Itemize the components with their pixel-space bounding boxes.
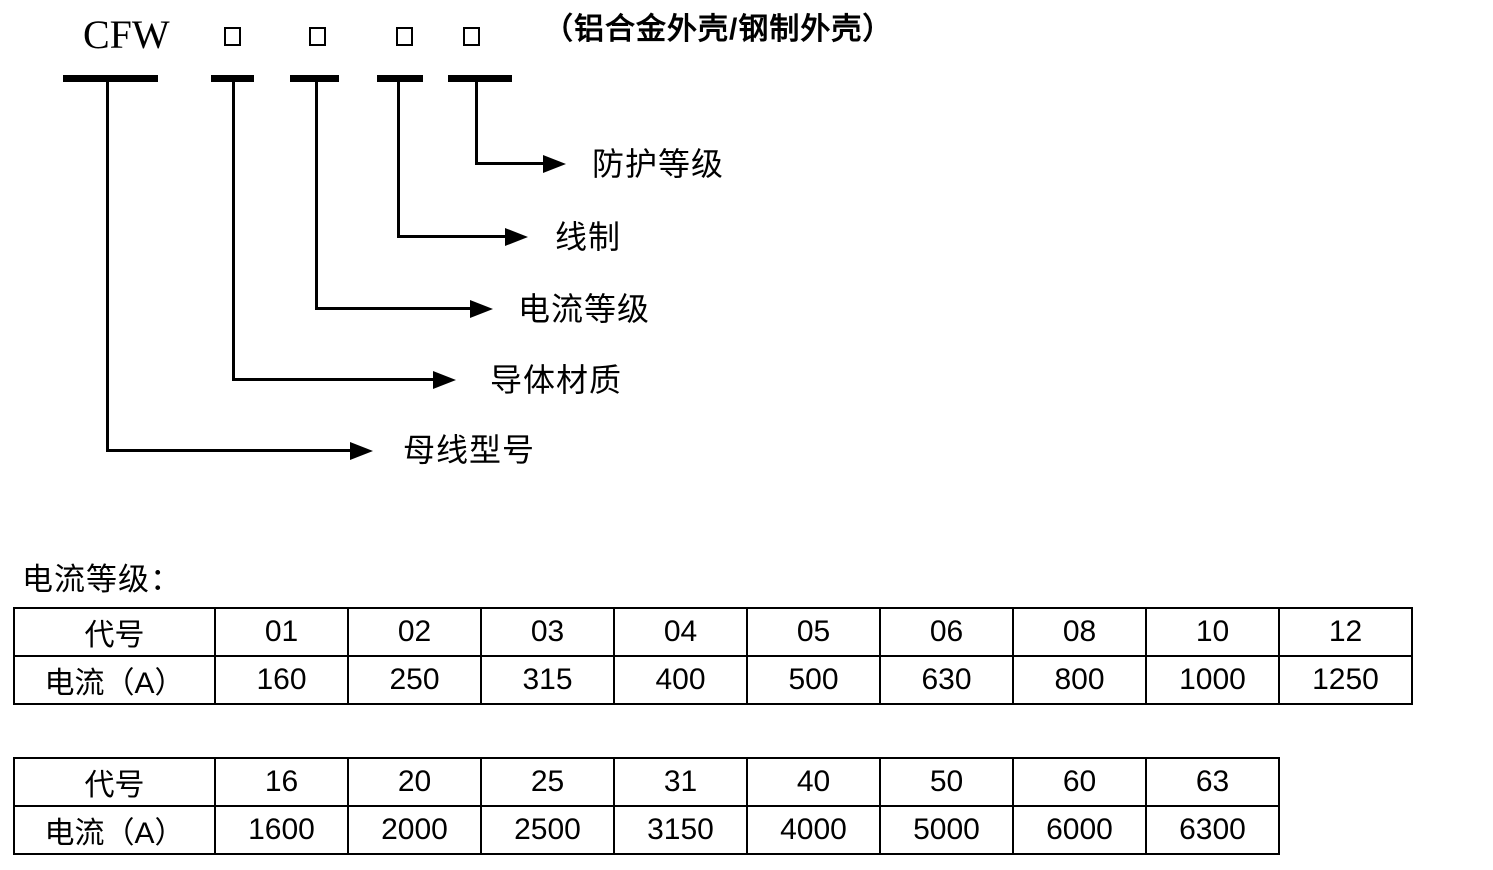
arrow-right-icon xyxy=(543,155,566,173)
section-heading-current-grade: 电流等级： xyxy=(22,562,182,597)
table-row: 代号 01 02 03 04 05 06 08 10 12 xyxy=(13,607,1413,657)
table-cell: 31 xyxy=(613,757,748,807)
table-cell: 160 xyxy=(214,655,349,705)
current-rating-table-2: 代号 16 20 25 31 40 50 60 63 电流（A） 1600 20… xyxy=(13,757,1280,855)
table-cell: 400 xyxy=(613,655,748,705)
table-cell: 1250 xyxy=(1278,655,1413,705)
row-header-cell: 代号 xyxy=(13,757,216,807)
connector-line xyxy=(475,80,478,165)
table-cell: 01 xyxy=(214,607,349,657)
connector-line xyxy=(315,80,318,310)
code-underline-bar xyxy=(211,75,254,82)
table-cell: 40 xyxy=(746,757,881,807)
table-cell: 08 xyxy=(1012,607,1147,657)
current-rating-table-1: 代号 01 02 03 04 05 06 08 10 12 电流（A） 160 … xyxy=(13,607,1413,705)
table-cell: 10 xyxy=(1145,607,1280,657)
table-cell: 2000 xyxy=(347,805,482,855)
row-header-cell: 电流（A） xyxy=(13,805,216,855)
model-placeholder-box xyxy=(396,27,413,46)
table-cell: 800 xyxy=(1012,655,1147,705)
table-cell: 63 xyxy=(1145,757,1280,807)
table-cell: 3150 xyxy=(613,805,748,855)
connector-line xyxy=(106,449,350,452)
table-cell: 4000 xyxy=(746,805,881,855)
table-cell: 1000 xyxy=(1145,655,1280,705)
table-row: 代号 16 20 25 31 40 50 60 63 xyxy=(13,757,1280,807)
table-cell: 6000 xyxy=(1012,805,1147,855)
table-cell: 315 xyxy=(480,655,615,705)
table-cell: 50 xyxy=(879,757,1014,807)
arrow-right-icon xyxy=(505,228,528,246)
arrow-right-icon xyxy=(470,300,493,318)
table-cell: 05 xyxy=(746,607,881,657)
table-cell: 02 xyxy=(347,607,482,657)
table-cell: 20 xyxy=(347,757,482,807)
row-header-cell: 电流（A） xyxy=(13,655,216,705)
connector-line xyxy=(106,80,109,452)
label-busbar-model: 母线型号 xyxy=(403,432,536,468)
label-current-grade: 电流等级 xyxy=(518,291,651,327)
arrow-right-icon xyxy=(433,371,456,389)
table-cell: 1600 xyxy=(214,805,349,855)
label-conductor-material: 导体材质 xyxy=(490,362,623,398)
label-wire-system: 线制 xyxy=(555,219,622,255)
code-underline-bar xyxy=(448,75,512,82)
connector-line xyxy=(397,235,505,238)
table-cell: 5000 xyxy=(879,805,1014,855)
table-cell: 06 xyxy=(879,607,1014,657)
table-cell: 12 xyxy=(1278,607,1413,657)
table-cell: 250 xyxy=(347,655,482,705)
connector-line xyxy=(232,378,433,381)
table-cell: 16 xyxy=(214,757,349,807)
enclosure-note: （铝合金外壳/钢制外壳） xyxy=(543,13,894,46)
table-cell: 03 xyxy=(480,607,615,657)
connector-line xyxy=(232,80,235,381)
model-placeholder-box xyxy=(463,27,480,46)
connector-line xyxy=(315,307,470,310)
table-cell: 60 xyxy=(1012,757,1147,807)
code-underline-bar xyxy=(290,75,339,82)
table-cell: 6300 xyxy=(1145,805,1280,855)
table-cell: 25 xyxy=(480,757,615,807)
code-underline-bar xyxy=(63,75,158,82)
table-cell: 630 xyxy=(879,655,1014,705)
arrow-right-icon xyxy=(350,442,373,460)
table-cell: 500 xyxy=(746,655,881,705)
code-underline-bar xyxy=(377,75,423,82)
model-placeholder-box xyxy=(224,27,241,46)
table-cell: 2500 xyxy=(480,805,615,855)
row-header-cell: 代号 xyxy=(13,607,216,657)
table-cell: 04 xyxy=(613,607,748,657)
table-row: 电流（A） 1600 2000 2500 3150 4000 5000 6000… xyxy=(13,805,1280,855)
connector-line xyxy=(397,80,400,238)
model-prefix-text: CFW xyxy=(83,12,170,57)
model-placeholder-box xyxy=(309,27,326,46)
label-protection-grade: 防护等级 xyxy=(592,146,725,182)
table-row: 电流（A） 160 250 315 400 500 630 800 1000 1… xyxy=(13,655,1413,705)
connector-line xyxy=(475,162,543,165)
